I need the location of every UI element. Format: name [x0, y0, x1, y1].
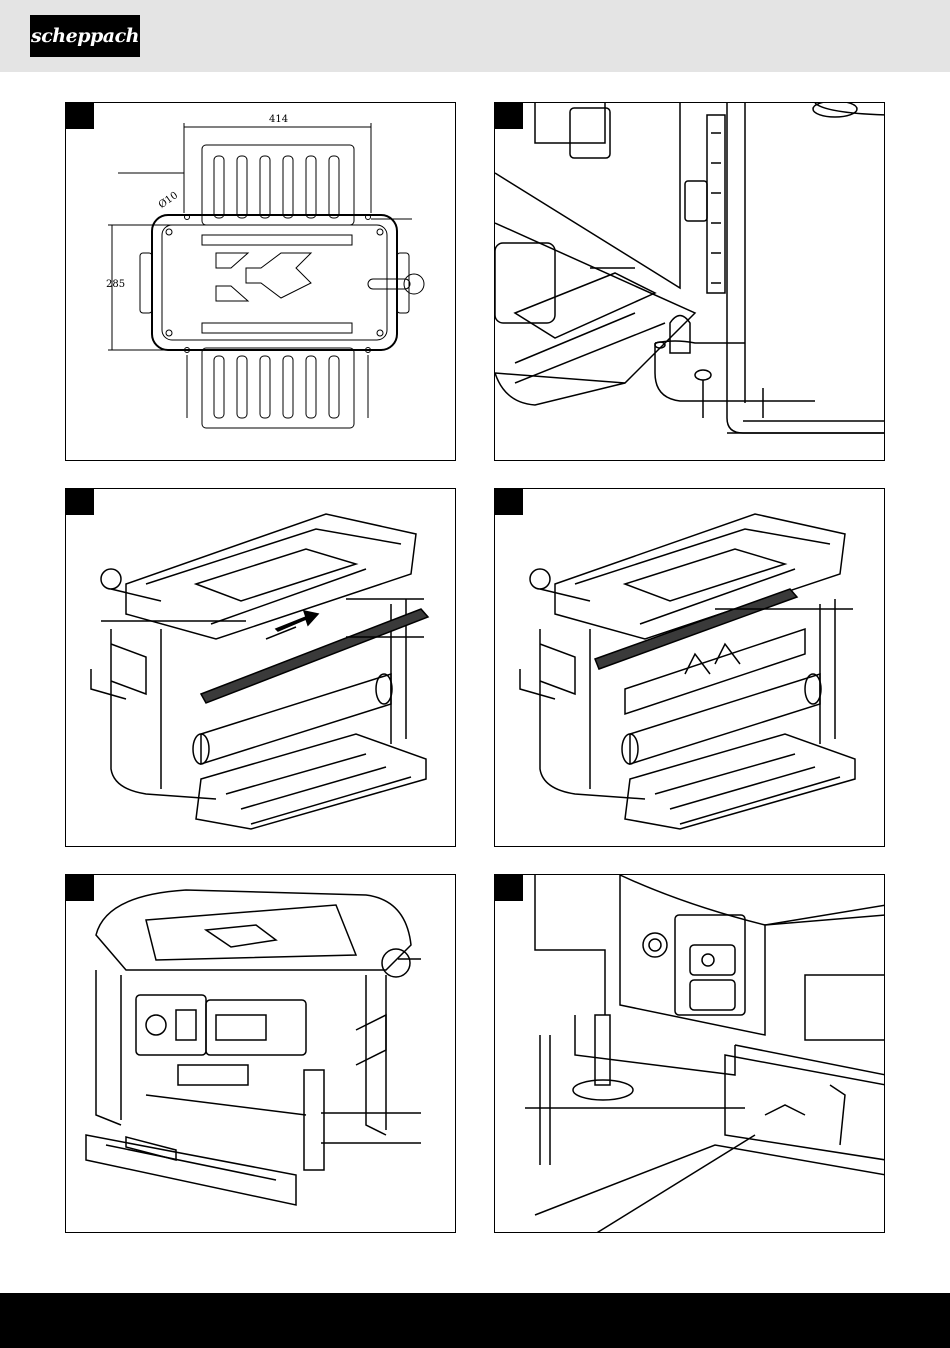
figure-number-tab	[495, 875, 523, 901]
figure-number-tab	[66, 103, 94, 129]
blade-guard-drawing	[495, 489, 885, 847]
figure-number-tab	[66, 489, 94, 515]
page-footer	[0, 1293, 950, 1348]
figure-number-tab	[495, 489, 523, 515]
switch-detail-drawing	[495, 875, 885, 1233]
figure-number-tab	[495, 103, 523, 129]
planer-perspective-drawing	[66, 489, 456, 847]
page-header: scheppach	[0, 0, 950, 72]
figure-6-switch-detail	[494, 874, 885, 1233]
front-view-drawing	[66, 875, 456, 1233]
figure-number-tab	[66, 875, 94, 901]
brand-logo: scheppach	[30, 15, 140, 57]
width-dimension-label: 414	[269, 114, 288, 125]
base-detail-drawing	[495, 103, 885, 461]
figure-4-blade-guard	[494, 488, 885, 847]
brand-logo-text: scheppach	[30, 15, 140, 57]
figure-5-front-view	[65, 874, 456, 1233]
figure-3-planer-perspective	[65, 488, 456, 847]
depth-dimension-label: 285	[106, 279, 125, 290]
figure-2-base-detail	[494, 102, 885, 461]
figure-1-top-view: 414 285 Ø10	[65, 102, 456, 461]
